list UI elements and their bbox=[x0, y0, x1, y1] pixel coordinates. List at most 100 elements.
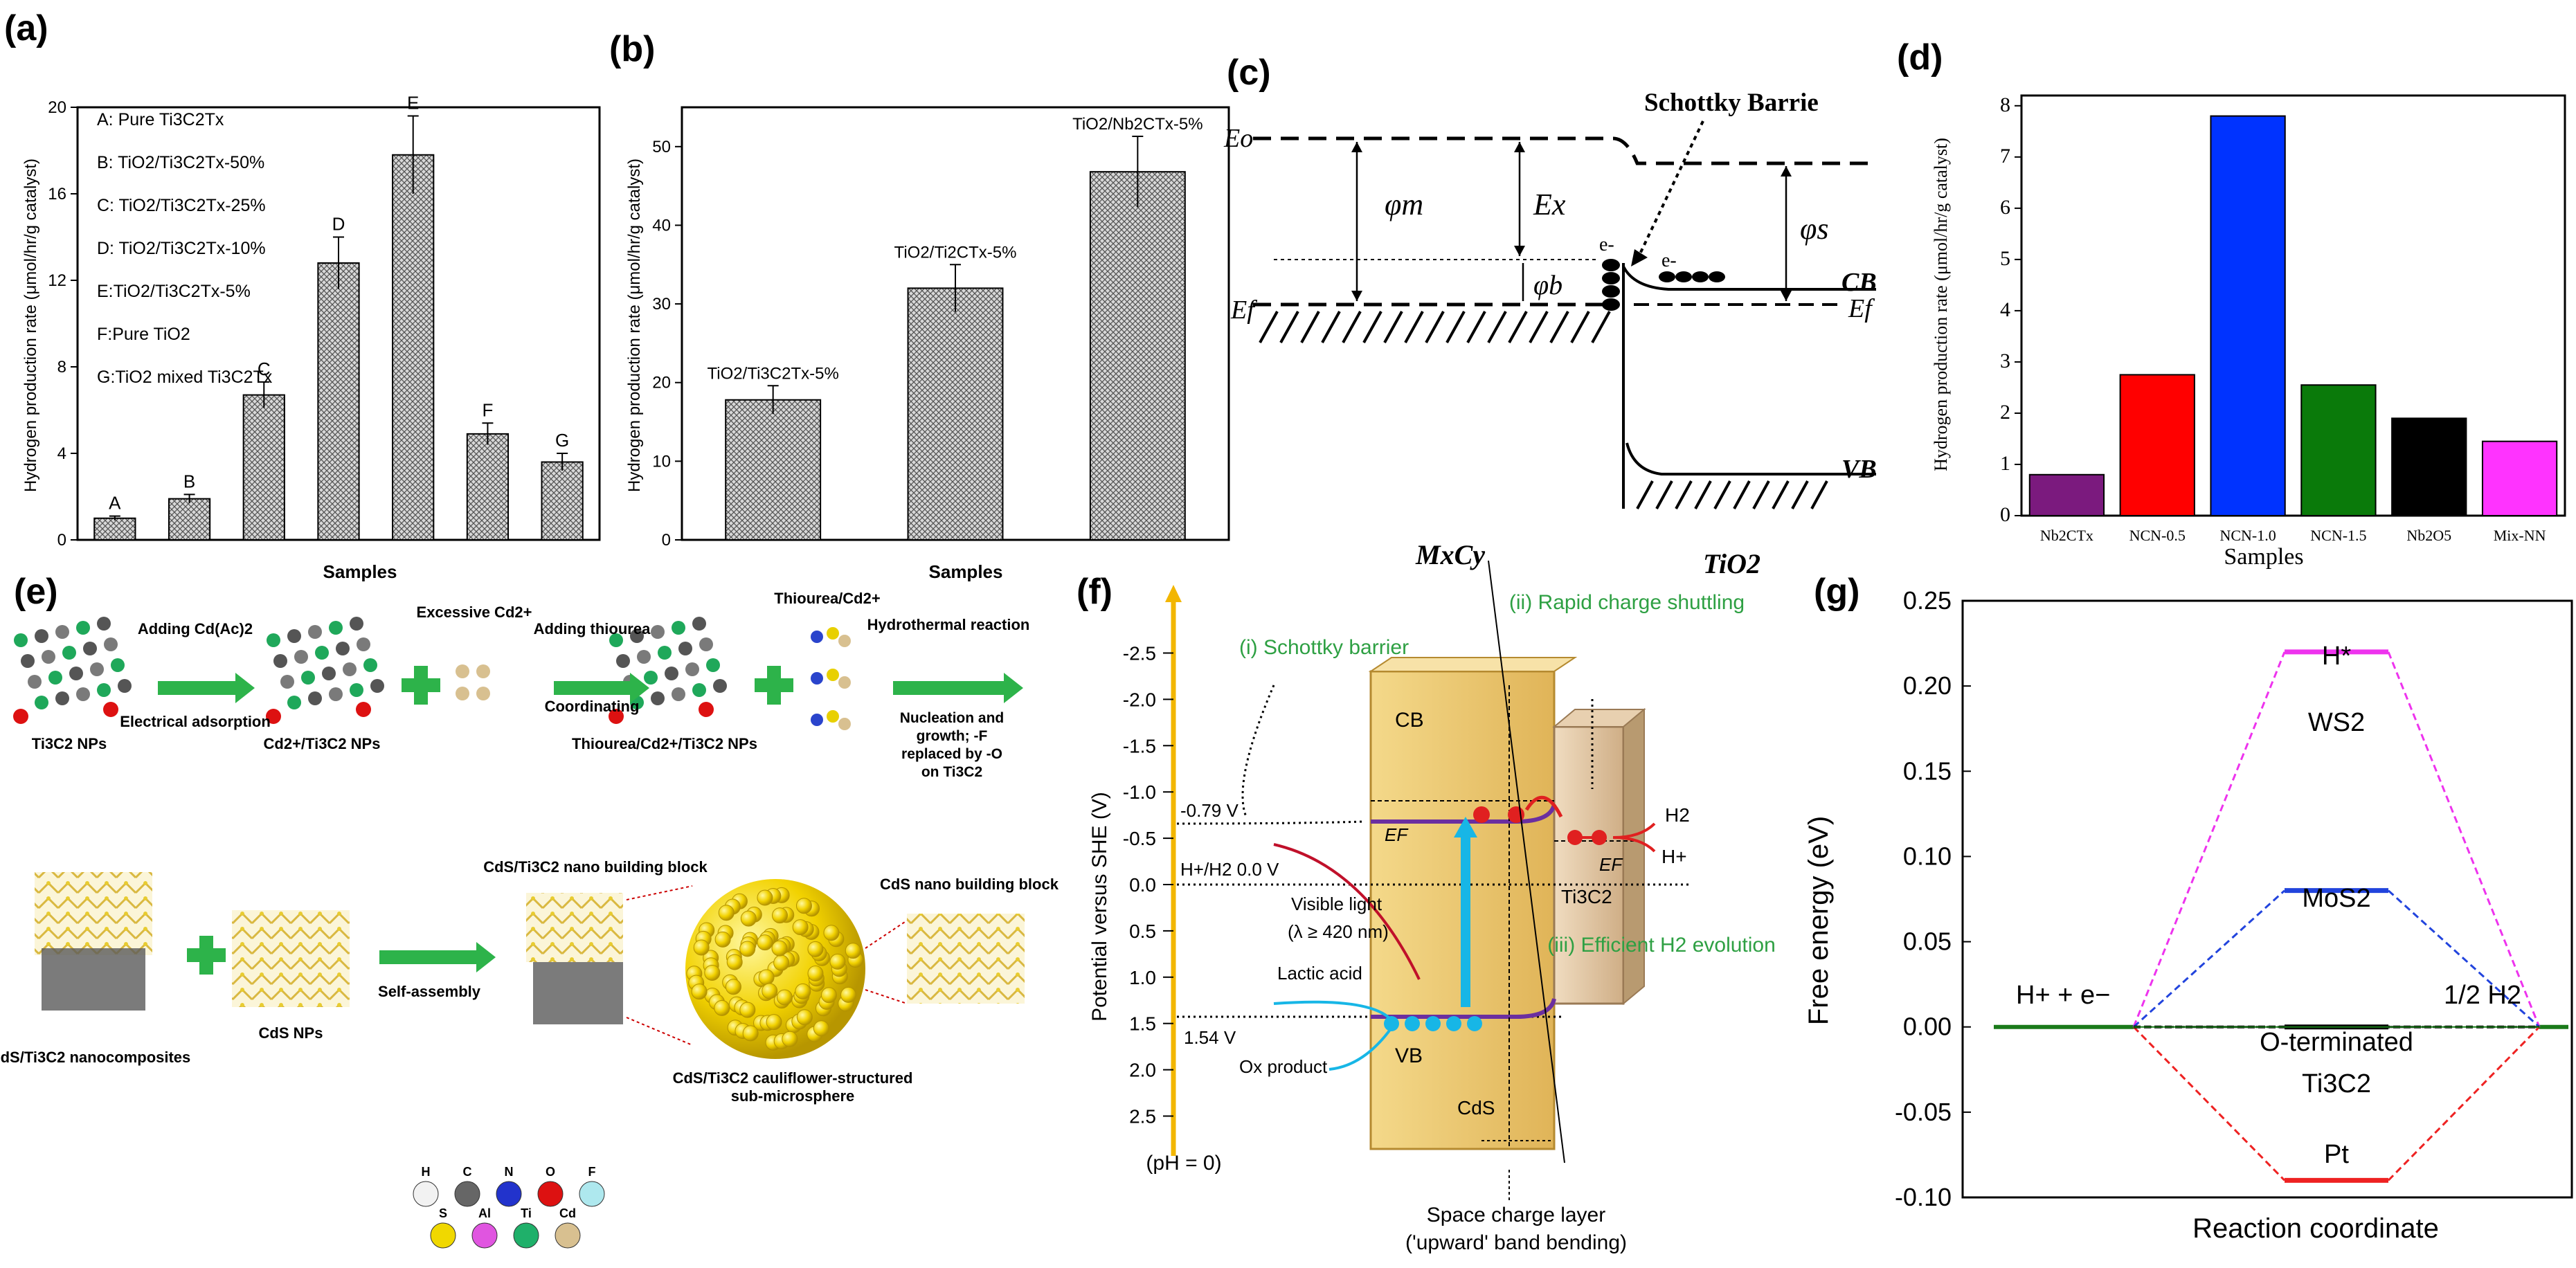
hatch-line bbox=[1752, 480, 1770, 509]
atom bbox=[301, 671, 315, 685]
atom bbox=[329, 621, 343, 635]
f-tick-label: -0.5 bbox=[1123, 828, 1156, 849]
bar bbox=[541, 461, 584, 541]
atom bbox=[103, 702, 118, 717]
eo-label: Eo bbox=[1223, 124, 1253, 153]
atom bbox=[651, 625, 665, 639]
y-tick-label: 0.20 bbox=[1903, 671, 1952, 700]
atom bbox=[838, 718, 851, 730]
bar bbox=[1089, 171, 1186, 541]
zoom-line bbox=[865, 920, 908, 949]
hatch-line bbox=[1279, 311, 1299, 343]
atom bbox=[62, 646, 76, 660]
bar bbox=[2300, 384, 2377, 516]
atom bbox=[811, 631, 823, 643]
hatch-line bbox=[1655, 480, 1673, 509]
panel-c-diagram: (c) Schottky Barrie Eo Ef φm Ex φb e- e- bbox=[1223, 53, 1877, 579]
hatch-line bbox=[1445, 311, 1466, 343]
g-ylabel: Free energy (eV) bbox=[1803, 816, 1834, 1025]
label-thiourea: Thiourea/Cd2+/Ti3C2 NPs bbox=[572, 735, 757, 752]
atom bbox=[69, 667, 83, 680]
f-hplus: H+ bbox=[1661, 846, 1687, 867]
level-mos2-connector bbox=[2387, 889, 2541, 1028]
atom bbox=[637, 650, 651, 664]
atom bbox=[350, 683, 363, 697]
y-tick-label: 1 bbox=[2000, 452, 2010, 475]
step1-text: Adding Cd(Ac)2 bbox=[138, 620, 253, 637]
nbb-cds-right bbox=[907, 914, 1025, 1004]
hole bbox=[1467, 1016, 1482, 1031]
atom bbox=[273, 654, 287, 668]
hatch-line bbox=[1342, 311, 1362, 343]
plot-frame bbox=[1961, 599, 2573, 1199]
bar-label: TiO2/Nb2CTx-5% bbox=[1072, 115, 1203, 134]
g-right: 1/2 H2 bbox=[2444, 981, 2521, 1010]
ti-electron bbox=[1567, 830, 1583, 845]
electron-label-1: e- bbox=[1599, 234, 1614, 255]
f-cds: CdS bbox=[1457, 1097, 1495, 1118]
y-tick-label: 4 bbox=[2000, 298, 2010, 321]
f-tick-label: 2.0 bbox=[1129, 1060, 1156, 1081]
legend-a-5: F:Pure TiO2 bbox=[97, 325, 190, 344]
f-tick-label: 1.5 bbox=[1129, 1013, 1156, 1035]
panel-g-chart: (g) -0.10-0.050.000.050.100.150.200.25 F… bbox=[1803, 572, 2573, 1244]
label-nbb: CdS/Ti3C2 nano building block bbox=[483, 858, 708, 876]
atom bbox=[294, 650, 308, 664]
plus-icon bbox=[187, 936, 226, 975]
zoom-line bbox=[865, 989, 908, 1004]
atom bbox=[838, 676, 851, 689]
particle bbox=[771, 940, 788, 957]
legend-a-6: G:TiO2 mixed Ti3C2Tx bbox=[97, 368, 273, 387]
particle bbox=[714, 999, 730, 1016]
atom bbox=[104, 637, 118, 651]
particle bbox=[691, 984, 708, 1000]
panel-d-label: (d) bbox=[1897, 37, 1943, 78]
f-scl: Space charge layer bbox=[1427, 1204, 1606, 1226]
f-cb: CB bbox=[1395, 709, 1424, 732]
particle bbox=[725, 979, 741, 995]
atom bbox=[55, 625, 69, 639]
f-tick-label: -1.0 bbox=[1123, 781, 1156, 803]
atom bbox=[308, 625, 322, 639]
atom bbox=[692, 683, 706, 697]
hatch-line bbox=[1549, 311, 1569, 343]
atom-legend-ball bbox=[513, 1222, 539, 1249]
particle bbox=[829, 953, 846, 970]
thiourea-complex bbox=[811, 710, 851, 730]
particle bbox=[807, 941, 824, 957]
phis-arrow-head-top bbox=[1781, 166, 1792, 176]
label-cds-nps: CdS NPs bbox=[259, 1024, 323, 1042]
x-tick-label: NCN-1.0 bbox=[2219, 527, 2276, 544]
f-tick-label: 0.0 bbox=[1129, 874, 1156, 896]
y-tick-label: 0.15 bbox=[1903, 757, 1952, 785]
electron bbox=[1675, 271, 1692, 282]
bar bbox=[93, 517, 136, 541]
hatch-line bbox=[1694, 480, 1712, 509]
bar bbox=[725, 399, 822, 541]
bar bbox=[2391, 417, 2467, 516]
f-vb: VB bbox=[1395, 1044, 1423, 1067]
metal-hatch bbox=[1259, 311, 1611, 343]
atom bbox=[97, 683, 111, 697]
y-tick-label: 20 bbox=[652, 374, 671, 392]
atom-legend-label: N bbox=[505, 1165, 514, 1179]
zoom-line bbox=[626, 1017, 693, 1046]
hatch-line bbox=[1321, 311, 1341, 343]
label-cauliflower-box: CdS/Ti3C2 cauliflower-structured sub-mic… bbox=[673, 1069, 913, 1105]
phib-label: φb bbox=[1533, 269, 1562, 300]
schottky-pointer-head bbox=[1631, 249, 1648, 266]
particle bbox=[739, 1002, 756, 1018]
hole bbox=[1405, 1016, 1420, 1031]
vb-label: VB bbox=[1841, 455, 1877, 484]
y-tick-label: 0 bbox=[2000, 503, 2010, 526]
particle bbox=[718, 905, 735, 921]
electron bbox=[1602, 272, 1620, 284]
g-oterm: O-terminated bbox=[2260, 1028, 2413, 1057]
legend-a-1: B: TiO2/Ti3C2Tx-50% bbox=[97, 153, 264, 172]
atom bbox=[55, 691, 69, 705]
arrow-1 bbox=[158, 673, 255, 703]
g-mos2: MoS2 bbox=[2302, 884, 2370, 913]
panel-f-label: (f) bbox=[1077, 572, 1113, 612]
